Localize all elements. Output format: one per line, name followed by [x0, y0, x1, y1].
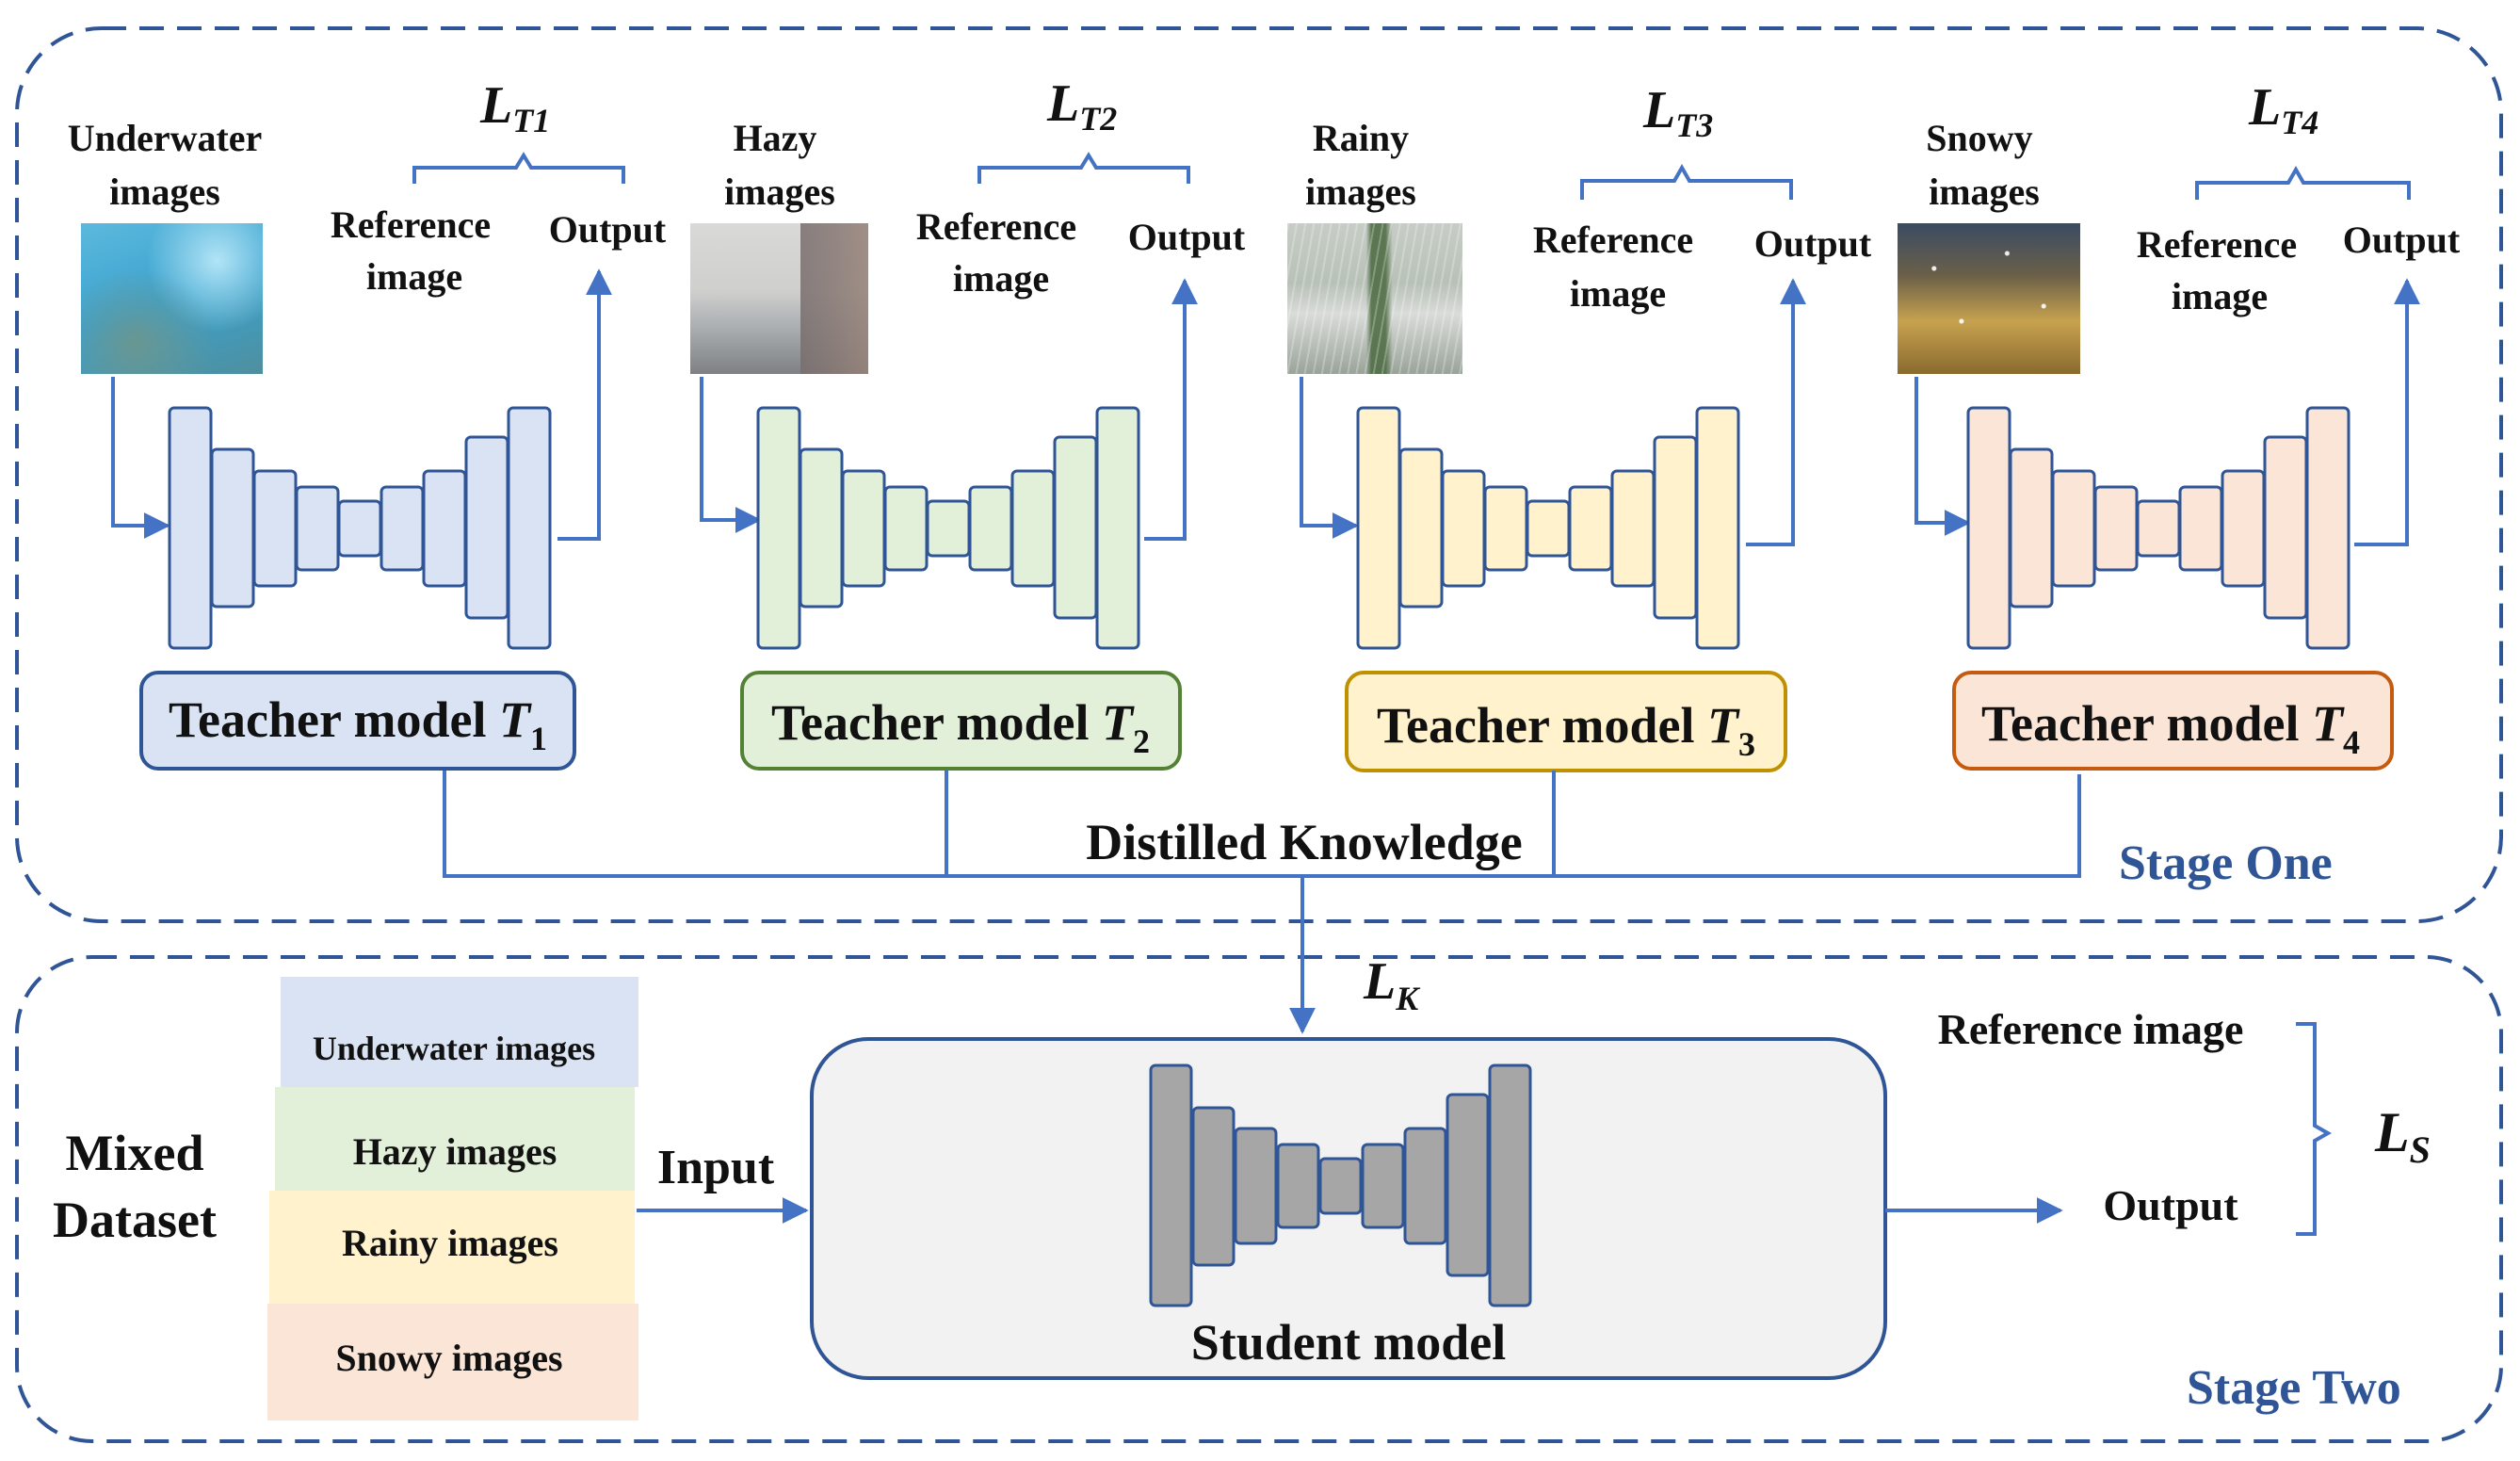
- input-label-underwater-line2: images: [109, 170, 220, 213]
- dataset-item-snowy: [267, 1304, 638, 1420]
- rainy-image-thumbnail: [1287, 223, 1462, 374]
- encoder-decoder-t4: [1966, 406, 2350, 650]
- dataset-stack: Underwater images Hazy images Rainy imag…: [267, 977, 638, 1420]
- teacher-group-2: Hazy images LT2 Reference image Output T…: [700, 74, 1246, 771]
- input-label-hazy-line1: Hazy: [734, 117, 817, 159]
- dataset-item-underwater: [281, 977, 638, 1087]
- output-label-t3: Output: [1754, 222, 1872, 265]
- teacher-model-label-t4: Teacher model T4: [1981, 695, 2360, 761]
- reference-label-t2-line2: image: [953, 257, 1049, 300]
- loss-t1: LT1: [479, 76, 550, 139]
- stage-two-frame: [15, 955, 2503, 1443]
- teacher-group-1: Underwater images LT1 Reference image Ou…: [68, 76, 667, 771]
- dataset-item-hazy-label: Hazy images: [353, 1130, 557, 1173]
- stage-two-label: Stage Two: [2187, 1361, 2401, 1415]
- teacher-model-box-t4: [1952, 671, 2394, 771]
- underwater-image-thumbnail: [81, 223, 263, 374]
- loss-t4: LT4: [2248, 78, 2318, 141]
- dataset-item-hazy: [275, 1087, 635, 1191]
- input-label-rainy-line2: images: [1305, 170, 1416, 213]
- reference-label-t4-line2: image: [2172, 275, 2268, 317]
- mixed-dataset-title-line2: Dataset: [53, 1192, 217, 1248]
- student-reference-label: Reference image: [1938, 1005, 2244, 1053]
- input-arrow-t1: [111, 377, 170, 539]
- reference-label-t3-line2: image: [1570, 272, 1666, 315]
- output-label-t1: Output: [549, 208, 667, 251]
- dataset-item-rainy-label: Rainy images: [342, 1222, 558, 1264]
- teacher-model-label-t3: Teacher model T3: [1377, 697, 1755, 763]
- output-arrow-t3: [1746, 278, 1806, 546]
- stage-one-label: Stage One: [2119, 836, 2333, 890]
- loss-t3: LT3: [1642, 81, 1713, 144]
- input-arrow-t4: [1914, 377, 1971, 536]
- input-label-underwater-line1: Underwater: [68, 117, 263, 159]
- teacher-model-box-t3: [1345, 671, 1787, 772]
- teacher-model-label-t2: Teacher model T2: [771, 694, 1150, 760]
- teacher-model-label-t1: Teacher model T1: [169, 691, 547, 757]
- reference-label-t1-line1: Reference: [331, 203, 491, 246]
- output-label-t2: Output: [1128, 216, 1246, 258]
- reference-label-t4-line1: Reference: [2137, 223, 2297, 266]
- encoder-decoder-t1: [168, 406, 552, 650]
- student-model-label: Student model: [1191, 1314, 1507, 1371]
- input-label-hazy-line2: images: [724, 170, 835, 213]
- teacher-model-box-t2: [740, 671, 1182, 771]
- encoder-decoder-t3: [1356, 406, 1740, 650]
- student-output-label: Output: [2103, 1181, 2238, 1229]
- encoder-decoder-t2: [756, 406, 1140, 650]
- student-encoder-decoder: [1149, 1063, 1532, 1307]
- loss-t3-brace: [1580, 163, 1793, 200]
- distillation-connectors: [443, 771, 2081, 1034]
- output-arrow-t1: [557, 268, 612, 541]
- loss-s: LS: [2374, 1101, 2431, 1171]
- input-arrow-t2: [700, 377, 762, 533]
- input-label-snowy-line2: images: [1929, 170, 2040, 213]
- hazy-image-thumbnail: [690, 223, 868, 374]
- dataset-item-rainy: [269, 1191, 635, 1304]
- teacher-group-3: Rainy images LT3 Reference image Output …: [1300, 81, 1872, 772]
- teacher-model-box-t1: [139, 671, 576, 771]
- stage-one-frame: [15, 26, 2503, 923]
- input-label: Input: [657, 1141, 775, 1194]
- input-label-snowy-line1: Snowy: [1926, 117, 2032, 159]
- distilled-knowledge-label: Distilled Knowledge: [1086, 814, 1523, 870]
- teacher-group-4: Snowy images LT4 Reference image Output …: [1914, 78, 2461, 771]
- mixed-dataset-title-line1: Mixed: [66, 1125, 204, 1181]
- dataset-item-snowy-label: Snowy images: [335, 1337, 562, 1379]
- input-arrow-t3: [1300, 377, 1359, 539]
- snowy-image-thumbnail: [1898, 223, 2080, 374]
- loss-k: LK: [1363, 952, 1421, 1017]
- reference-label-t3-line1: Reference: [1533, 219, 1693, 261]
- reference-label-t2-line1: Reference: [916, 205, 1076, 248]
- loss-t2: LT2: [1046, 74, 1117, 138]
- output-arrow-t4: [2354, 278, 2420, 546]
- reference-label-t1-line2: image: [366, 255, 462, 298]
- dataset-item-underwater-label: Underwater images: [313, 1030, 595, 1067]
- input-label-rainy-line1: Rainy: [1313, 117, 1409, 159]
- loss-t2-brace: [977, 152, 1190, 184]
- loss-t1-brace: [412, 152, 625, 184]
- output-arrow-t2: [1144, 278, 1198, 541]
- output-label-t4: Output: [2343, 219, 2461, 261]
- loss-s-brace: [2296, 1022, 2333, 1236]
- loss-t4-brace: [2195, 165, 2411, 200]
